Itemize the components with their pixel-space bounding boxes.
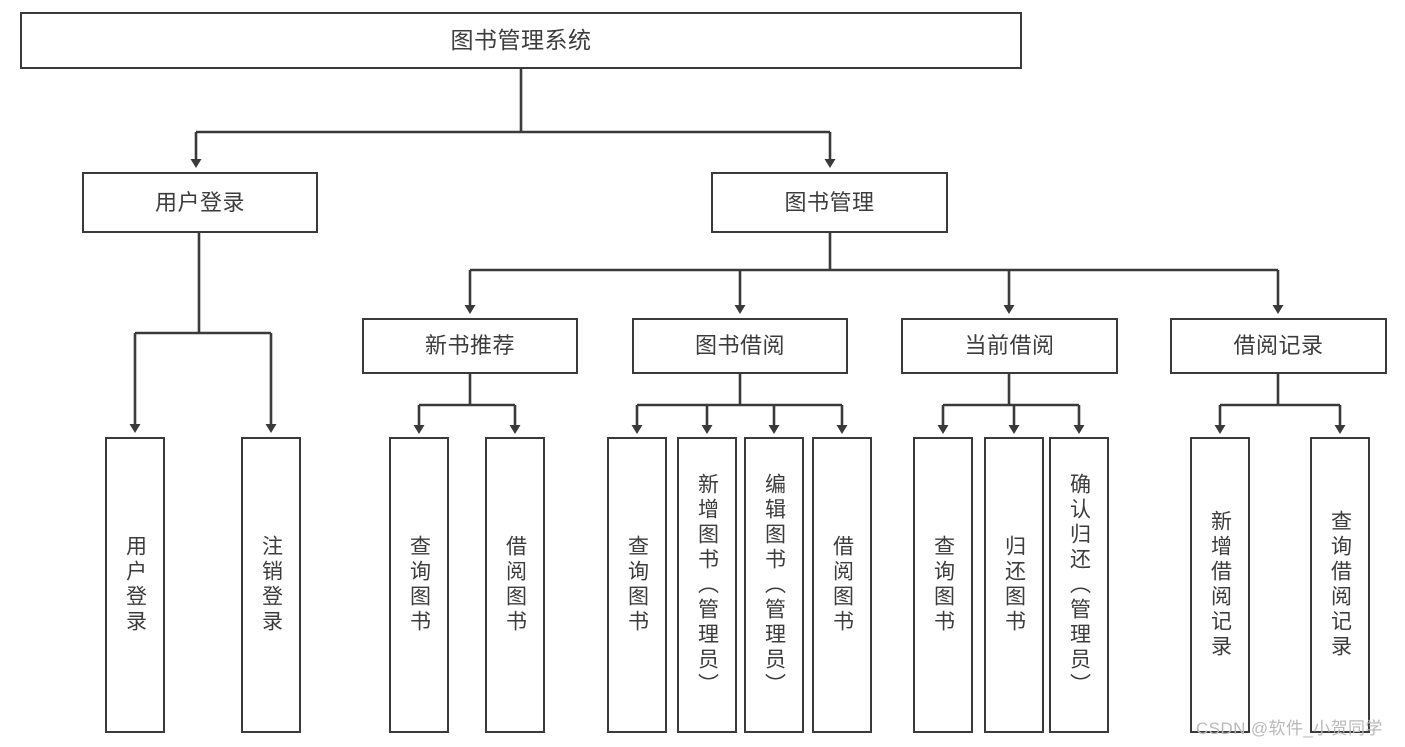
leaf-nb-query-book-label: 查询图书 [407, 535, 431, 635]
node-borrow-record-label: 借阅记录 [1233, 333, 1324, 359]
leaf-bb-add-book-admin[interactable]: 新增图书（管理员） [677, 437, 737, 733]
leaf-bb-add-book-admin-label: 新增图书（管理员） [695, 472, 719, 698]
node-new-book-recommend-label: 新书推荐 [424, 333, 515, 359]
node-root-system-label: 图书管理系统 [450, 26, 592, 53]
leaf-user-login-label: 用户登录 [123, 535, 147, 635]
leaf-nb-borrow-book[interactable]: 借阅图书 [485, 437, 545, 733]
leaf-br-add-record-label: 新增借阅记录 [1208, 510, 1232, 660]
node-book-borrow[interactable]: 图书借阅 [632, 318, 848, 374]
node-book-management[interactable]: 图书管理 [711, 172, 948, 233]
leaf-user-logout[interactable]: 注销登录 [241, 437, 301, 733]
leaf-cb-query-book-label: 查询图书 [931, 535, 955, 635]
leaf-nb-borrow-book-label: 借阅图书 [503, 535, 527, 635]
leaf-bb-borrow-book-label: 借阅图书 [830, 535, 854, 635]
node-new-book-recommend[interactable]: 新书推荐 [362, 318, 578, 374]
leaf-bb-borrow-book[interactable]: 借阅图书 [812, 437, 872, 733]
leaf-nb-query-book[interactable]: 查询图书 [389, 437, 449, 733]
node-user-login[interactable]: 用户登录 [82, 172, 318, 233]
node-borrow-record[interactable]: 借阅记录 [1170, 318, 1387, 374]
leaf-br-add-record[interactable]: 新增借阅记录 [1190, 437, 1250, 733]
leaf-cb-return-book-label: 归还图书 [1002, 535, 1026, 635]
node-user-login-label: 用户登录 [154, 189, 245, 215]
node-book-borrow-label: 图书借阅 [694, 333, 785, 359]
leaf-user-logout-label: 注销登录 [259, 535, 283, 635]
leaf-cb-confirm-return-admin[interactable]: 确认归还（管理员） [1049, 437, 1109, 733]
leaf-bb-query-book-label: 查询图书 [625, 535, 649, 635]
leaf-br-query-record-label: 查询借阅记录 [1328, 510, 1352, 660]
leaf-bb-edit-book-admin-label: 编辑图书（管理员） [762, 472, 786, 698]
node-current-borrow-label: 当前借阅 [964, 333, 1055, 359]
leaf-bb-query-book[interactable]: 查询图书 [607, 437, 667, 733]
leaf-user-login[interactable]: 用户登录 [105, 437, 165, 733]
watermark-text: CSDN @软件_小贺同学 [1196, 719, 1383, 738]
node-root-system[interactable]: 图书管理系统 [20, 12, 1022, 69]
leaf-bb-edit-book-admin[interactable]: 编辑图书（管理员） [744, 437, 804, 733]
leaf-cb-return-book[interactable]: 归还图书 [984, 437, 1044, 733]
leaf-cb-confirm-return-admin-label: 确认归还（管理员） [1067, 472, 1091, 698]
leaf-cb-query-book[interactable]: 查询图书 [913, 437, 973, 733]
node-current-borrow[interactable]: 当前借阅 [901, 318, 1118, 374]
node-book-management-label: 图书管理 [784, 189, 875, 215]
leaf-br-query-record[interactable]: 查询借阅记录 [1310, 437, 1370, 733]
